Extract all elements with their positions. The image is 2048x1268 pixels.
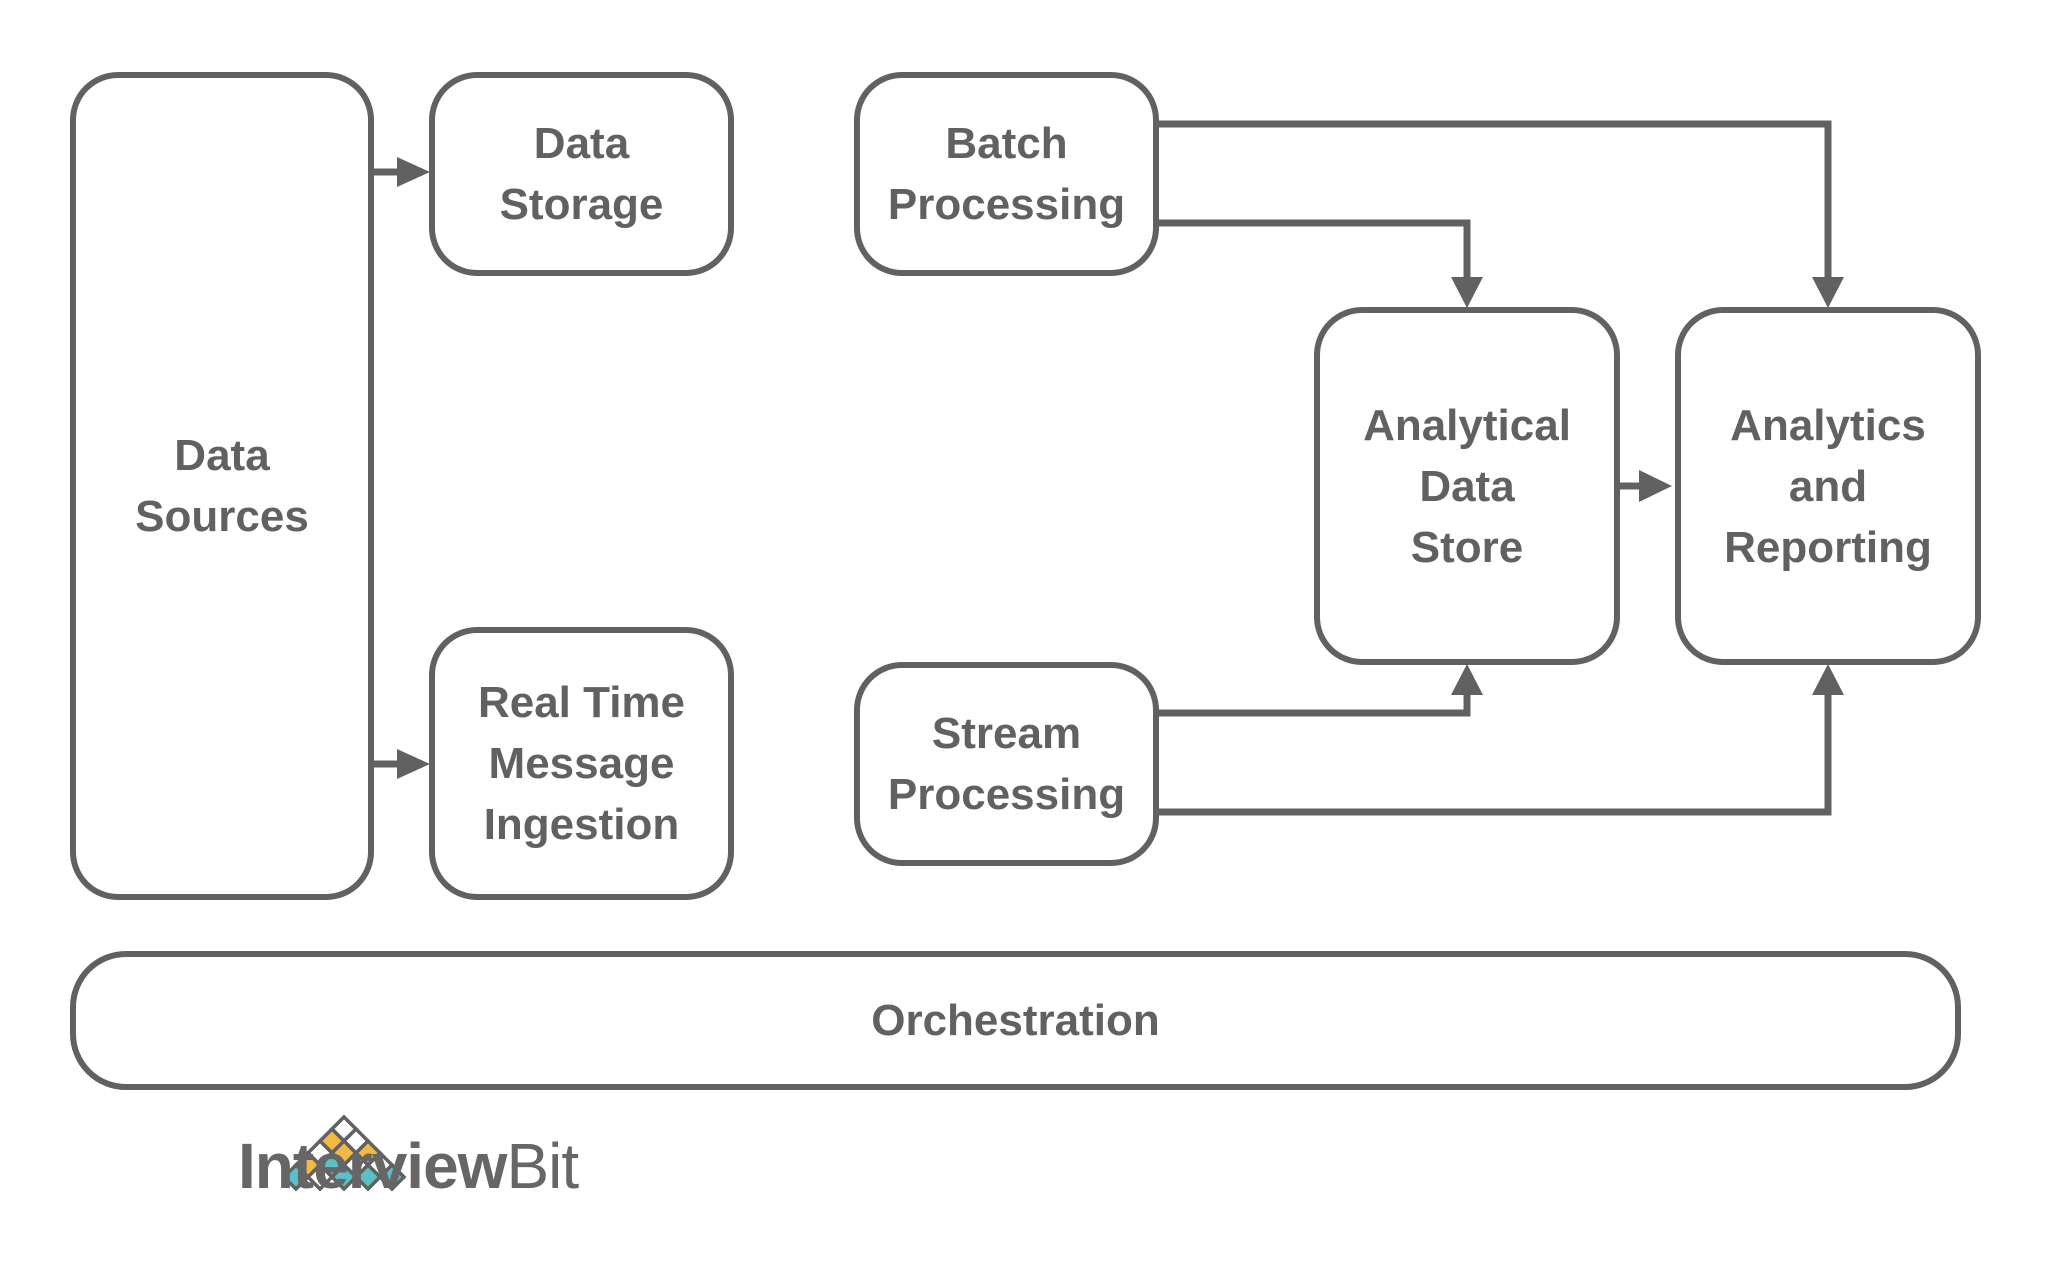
node-data-sources: Data Sources [70, 72, 374, 900]
arrowhead-stream-to-reporting [1812, 664, 1844, 695]
edge-stream-to-reporting [1156, 694, 1832, 816]
node-realtime-ingestion-label: Real Time Message Ingestion [477, 678, 686, 849]
arrowhead-stream-to-store [1451, 664, 1483, 695]
wordmark-part1: Interview [238, 1130, 507, 1202]
wordmark-part2: Bit [506, 1130, 579, 1202]
arrowhead-batch-to-store [1451, 277, 1483, 308]
node-analytical-data-store-label: Analytical Data Store [1363, 400, 1571, 572]
edge-stream-to-store [1156, 694, 1471, 717]
node-data-storage-label: Data Storage [499, 119, 664, 229]
arrowhead-sources-to-storage [397, 157, 430, 187]
node-orchestration: Orchestration [70, 951, 1961, 1090]
node-analytics-reporting: Analytics and Reporting [1675, 307, 1981, 665]
node-batch-processing: Batch Processing [854, 72, 1159, 276]
node-analytical-data-store: Analytical Data Store [1314, 307, 1620, 665]
node-stream-processing-label: Stream Processing [887, 709, 1126, 819]
edge-batch-to-reporting [1156, 120, 1832, 278]
node-stream-processing: Stream Processing [854, 662, 1159, 866]
arrowhead-batch-to-reporting [1812, 277, 1844, 308]
node-data-sources-label: Data Sources [135, 431, 309, 541]
node-analytics-reporting-label: Analytics and Reporting [1724, 400, 1932, 572]
node-batch-processing-label: Batch Processing [887, 119, 1126, 229]
arrowhead-sources-to-ingestion [397, 749, 430, 779]
interviewbit-logo-mark [281, 1114, 407, 1192]
node-orchestration-label: Orchestration [871, 996, 1160, 1045]
interviewbit-wordmark: InterviewBit [238, 1116, 579, 1216]
node-data-storage: Data Storage [429, 72, 734, 276]
arrowhead-store-to-reporting [1639, 470, 1672, 502]
edge-batch-to-store [1156, 219, 1471, 278]
node-realtime-ingestion: Real Time Message Ingestion [429, 627, 734, 900]
